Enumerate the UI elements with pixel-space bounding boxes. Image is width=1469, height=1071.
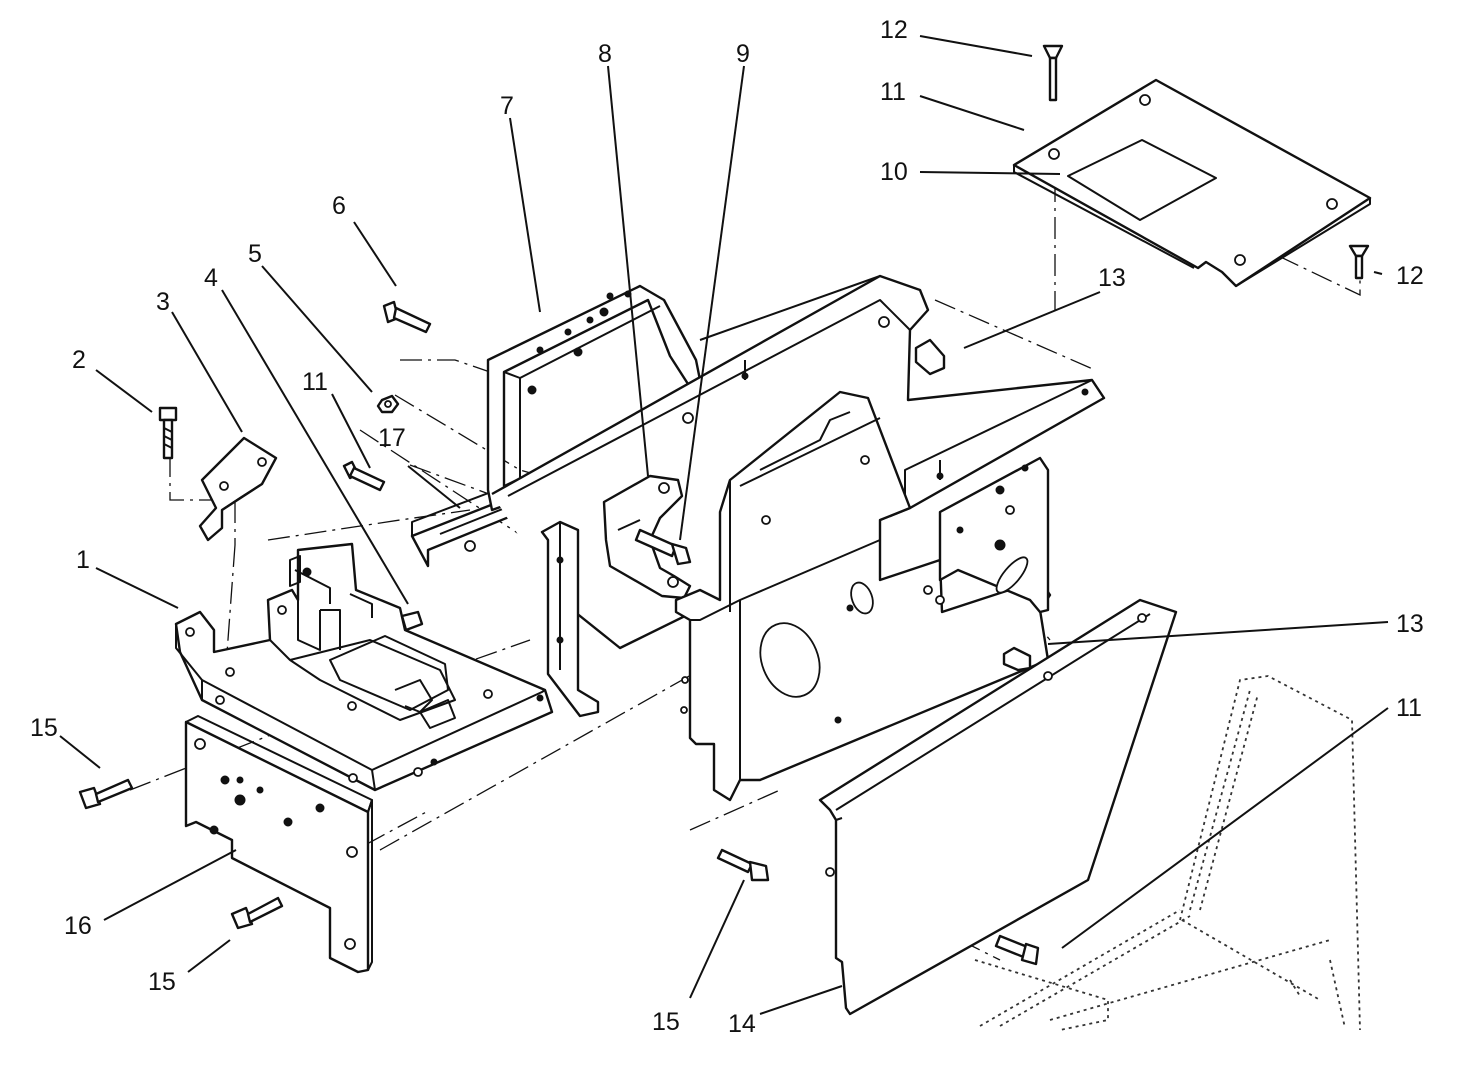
leader-lines [59,35,1389,1015]
callout-3: 3 [156,288,170,316]
part-15-bolt-left [78,778,134,810]
callout-15-center: 15 [652,1008,680,1036]
part-14-side-panel [818,598,1178,1016]
callout-1: 1 [76,546,90,574]
callout-12-right: 12 [1396,262,1424,290]
callout-9: 9 [736,40,750,68]
callout-10: 10 [880,158,908,186]
part-12-screw-right [1348,244,1370,280]
part-3-bracket [198,436,278,542]
part-15-bolt-bottom [230,896,284,930]
callout-5: 5 [248,240,262,268]
phantom-mounting-outline [974,675,1361,1031]
callout-labels: 1 2 3 4 5 6 7 8 9 10 11 11 11 12 12 13 1… [30,16,1424,1038]
part-6-bolt [382,300,432,334]
callout-15-left: 15 [30,714,58,742]
part-13-clip-lower [1002,646,1032,672]
part-4-nut [400,610,424,632]
part-2-bolt [158,406,178,460]
callout-8: 8 [598,40,612,68]
right-side-plate [938,456,1050,614]
callout-15-bottom: 15 [148,968,176,996]
callout-16: 16 [64,912,92,940]
callout-2: 2 [72,346,86,374]
part-16-lower-plate [184,715,373,974]
part-10-top-cover [1012,78,1372,288]
callout-14: 14 [728,1010,756,1038]
callout-11-left: 11 [302,368,328,396]
part-13-clip-upper [914,338,946,376]
callout-17: 17 [378,424,406,452]
part-5-nut [376,394,400,414]
callout-6: 6 [332,192,346,220]
callout-13-top: 13 [1098,264,1126,292]
callout-11-right: 11 [1396,694,1422,722]
part-12-screw-top [1042,44,1064,102]
callout-11-top: 11 [880,78,906,106]
main-console-body [674,390,1052,802]
part-9-bolt [634,528,692,566]
callout-7: 7 [500,92,514,120]
callout-12-top: 12 [880,16,908,44]
fasteners [78,44,1370,966]
part-11-bolt-right [994,934,1040,966]
part-1-base-frame [174,542,554,792]
callout-13-lower: 13 [1396,610,1424,638]
part-11-bolt-left [342,460,386,492]
part-15-bolt-center [716,848,770,882]
left-side-plate [540,520,600,718]
callout-4: 4 [204,264,218,292]
